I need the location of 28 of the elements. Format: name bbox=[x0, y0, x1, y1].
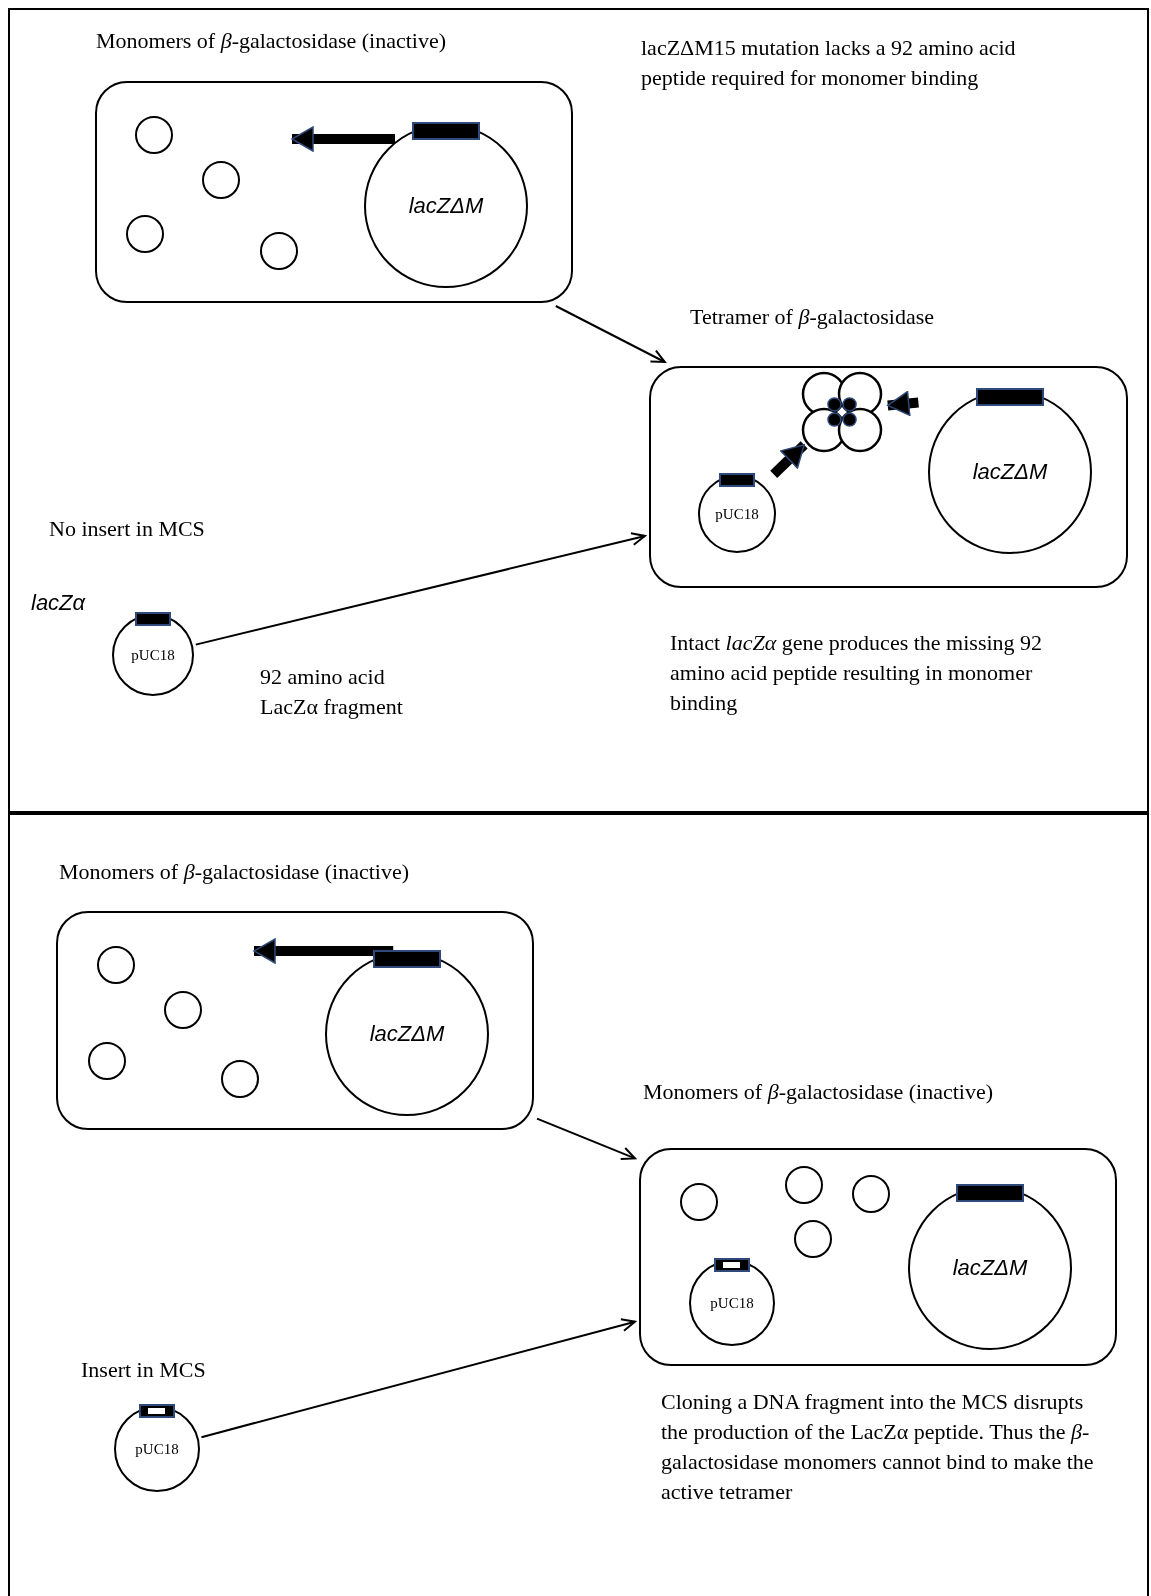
annotation-text: Insert in MCS bbox=[81, 1356, 207, 1384]
gene-label: lacZΔM bbox=[972, 459, 1048, 485]
gene-label: pUC18 bbox=[710, 1294, 754, 1312]
annotation-text: Intact lacZα gene produces the missing 92 amino acid peptide resulting in monomer binding bbox=[670, 629, 1044, 717]
gene-label: pUC18 bbox=[131, 646, 175, 664]
cell-title: Monomers of β-galactosidase (inactive) bbox=[59, 858, 410, 886]
tetramer-drawing bbox=[800, 370, 884, 454]
gene-label: pUC18 bbox=[135, 1440, 179, 1458]
block-arrow bbox=[770, 441, 808, 478]
arrow bbox=[194, 532, 646, 646]
gene-label: pUC18 bbox=[715, 505, 759, 523]
arrow bbox=[554, 305, 666, 363]
cell-title: Tetramer of β-galactosidase bbox=[690, 303, 934, 331]
arrow bbox=[536, 1117, 636, 1161]
annotation-text: lacZΔM15 mutation lacks a 92 amino acid peptide required for monomer binding bbox=[641, 34, 1017, 92]
gene-label: lacZΔM bbox=[408, 193, 484, 219]
block-arrow bbox=[291, 126, 395, 152]
arrow bbox=[200, 1318, 636, 1439]
annotation-text: No insert in MCS bbox=[49, 515, 206, 543]
annotation-text: lacZα bbox=[31, 589, 87, 617]
gene-label: lacZΔM bbox=[952, 1255, 1028, 1281]
cell-title: Monomers of β-galactosidase (inactive) bbox=[96, 27, 447, 55]
edge-label: 92 amino acid LacZα fragment bbox=[260, 663, 404, 721]
gene-label: lacZΔM bbox=[369, 1021, 445, 1047]
block-arrow bbox=[253, 938, 394, 964]
block-arrow bbox=[887, 390, 919, 417]
annotation-text: Cloning a DNA fragment into the MCS disrupts the production of the LacZα peptide. Thus the β-galactosidase monomers cannot bind to make the active tetramer bbox=[661, 1388, 1095, 1506]
cell-title: Monomers of β-galactosidase (inactive) bbox=[643, 1078, 994, 1106]
